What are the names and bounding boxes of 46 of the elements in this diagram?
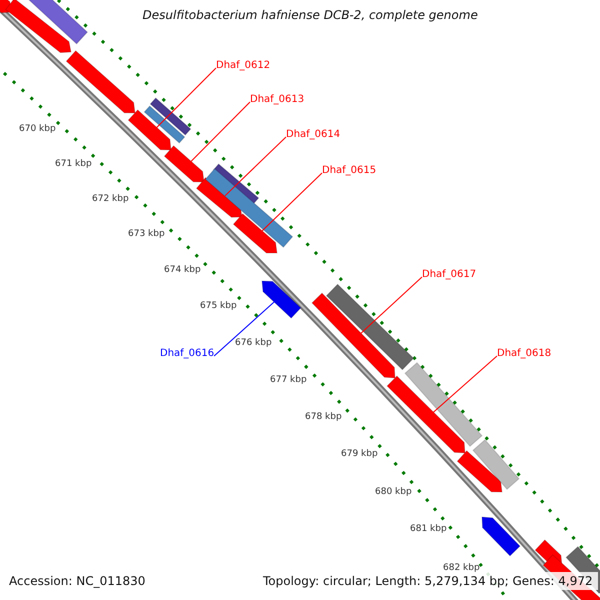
gene-feature [456,450,503,492]
tick-label: 675 kbp [200,302,237,311]
gene-feature [164,145,205,182]
tick-label: 673 kbp [128,230,165,239]
gene-feature [311,292,396,379]
tick-label: 678 kbp [305,413,342,422]
gene-label: Dhaf_0612 [216,61,270,71]
leader-line [359,276,422,335]
gene-label: Dhaf_0614 [286,130,340,140]
tick-label: 682 kbp [443,564,480,573]
tick-label: 672 kbp [92,195,129,204]
gene-label: Dhaf_0615 [322,166,376,176]
gene-feature [261,280,302,319]
tick-label: 677 kbp [270,376,307,385]
gene-band [404,362,483,447]
tick-label: 671 kbp [55,160,92,169]
title: Desulfitobacterium hafniense DCB-2, complete genome [142,9,478,21]
leader-line [155,68,216,129]
leader-line [224,136,286,196]
gene-band [326,284,414,370]
leader-line [214,300,276,356]
tick-label: 680 kbp [375,488,412,497]
gene-feature [386,375,466,454]
tick-label: 681 kbp [410,525,447,534]
gene-label: Dhaf_0618 [497,349,552,359]
tick-label: 674 kbp [164,266,201,275]
gene-feature [481,516,521,557]
gene-band [472,439,520,490]
gene-band [144,105,186,144]
gene-feature [5,0,72,54]
tick-label: 676 kbp [235,339,272,348]
gene-label: Dhaf_0617 [422,270,476,280]
leader-line [432,356,498,414]
tick-label: 670 kbp [19,125,56,134]
leader-line [260,172,322,232]
gene-band [150,97,192,136]
gene-feature [66,50,136,114]
gene-band [204,168,294,248]
gene-label: Dhaf_0616 [160,349,214,359]
tick-label: 679 kbp [341,450,378,459]
gene-feature [232,213,278,254]
accession-text: Accession: NC_011830 [9,575,146,587]
gene-feature [0,0,13,14]
gene-label: Dhaf_0613 [250,95,304,105]
leader-line [190,102,250,163]
gene-feature [128,109,172,151]
